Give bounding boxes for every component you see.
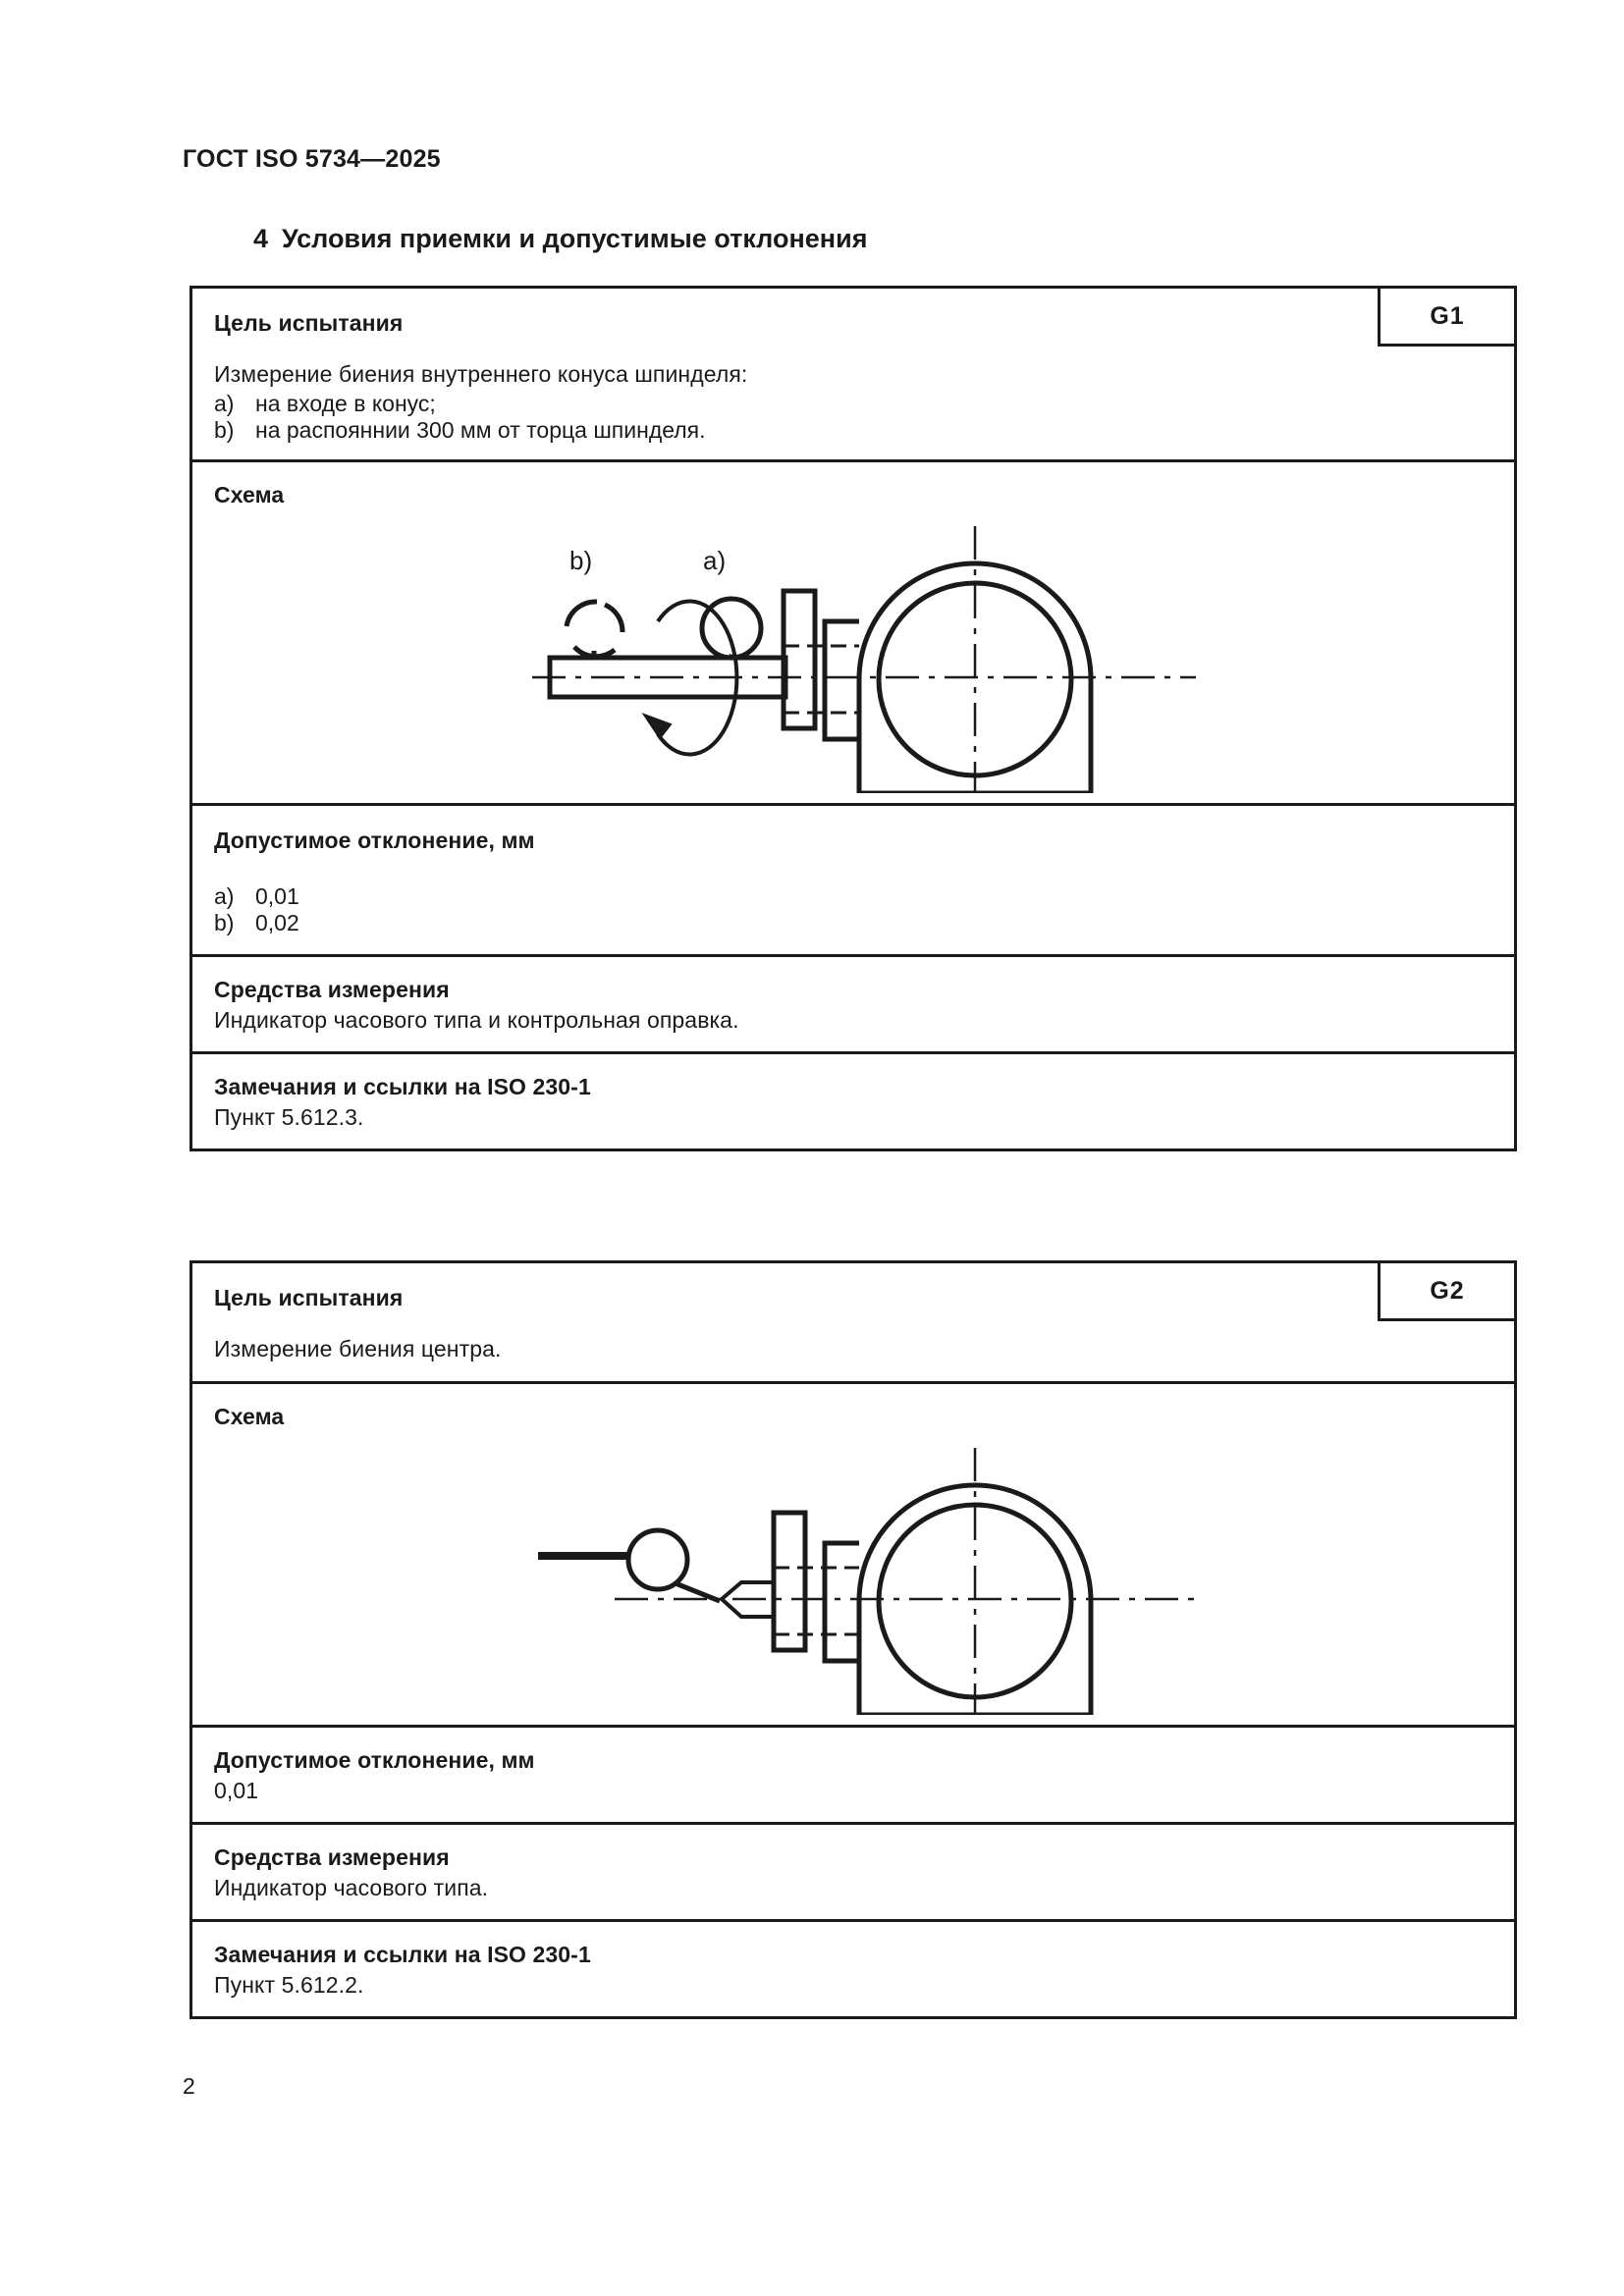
row-tolerance: Допустимое отклонение, мм a) 0,01 b) 0,02 — [192, 806, 1514, 957]
row-tolerance: Допустимое отклонение, мм 0,01 — [192, 1728, 1514, 1825]
document-header: ГОСТ ISO 5734—2025 — [183, 145, 441, 173]
scheme-canvas-g2 — [214, 1430, 1514, 1725]
row-purpose: Цель испытания Измерение биения центра. … — [192, 1260, 1517, 1384]
tolerance-item-marker: b) — [214, 910, 235, 935]
headstock-body — [856, 1482, 1094, 1715]
row-label-scheme: Схема — [214, 482, 285, 507]
spindle-bore-circle — [876, 1502, 1074, 1700]
row-scheme: Схема — [192, 1384, 1514, 1728]
dial-indicator-icon — [625, 1527, 690, 1592]
tolerance-item-value: 0,02 — [255, 910, 299, 935]
purpose-intro: Измерение биения центра. — [214, 1336, 502, 1362]
row-means: Средства измерения Индикатор часового ти… — [192, 957, 1514, 1054]
purpose-item: b) на распояннии 300 мм от торца шпинделя… — [214, 417, 1514, 444]
section-title: Условия приемки и допустимые отклонения — [282, 224, 868, 253]
purpose-item-text: на входе в конус; — [255, 391, 436, 416]
spindle-nose-block — [822, 618, 859, 742]
test-mandrel — [547, 655, 788, 700]
spindle-flange — [781, 588, 818, 731]
row-label-notes: Замечания и ссылки на ISO 230-1 — [214, 1942, 591, 1967]
row-notes: Замечания и ссылки на ISO 230-1 Пункт 5.… — [192, 1054, 1514, 1148]
callout-label-a: a) — [703, 546, 726, 575]
row-label-tolerance: Допустимое отклонение, мм — [214, 828, 535, 853]
rotation-arrowhead — [641, 712, 673, 740]
test-id-badge-g1: G1 — [1378, 286, 1517, 347]
row-label-purpose: Цель испытания — [214, 310, 404, 336]
tolerance-item-marker: a) — [214, 883, 235, 909]
tolerance-item-value: 0,01 — [255, 883, 299, 909]
row-label-notes: Замечания и ссылки на ISO 230-1 — [214, 1074, 591, 1099]
spindle-flange — [771, 1510, 808, 1653]
scheme-canvas-g1: b) a) — [214, 508, 1514, 803]
page-title: 4 Условия приемки и допустимые отклонения — [253, 224, 867, 254]
dial-indicator-probe — [675, 1580, 721, 1604]
purpose-item-marker: a) — [214, 391, 235, 416]
dial-indicator-b-icon — [564, 599, 625, 660]
row-label-means: Средства измерения — [214, 977, 450, 1002]
purpose-item-text: на распояннии 300 мм от торца шпинделя. — [255, 417, 706, 443]
page-number: 2 — [183, 2073, 195, 2099]
spindle-center-cone — [718, 1580, 776, 1619]
means-text: Индикатор часового типа и контрольная оп… — [214, 1007, 739, 1033]
spindle-bore-circle — [876, 580, 1074, 778]
center-runout-diagram — [538, 1448, 1196, 1715]
row-label-purpose: Цель испытания — [214, 1285, 404, 1310]
row-label-tolerance: Допустимое отклонение, мм — [214, 1747, 535, 1773]
spindle-nose-block — [822, 1540, 859, 1664]
row-purpose: Цель испытания Измерение биения внутренн… — [192, 286, 1517, 462]
row-notes: Замечания и ссылки на ISO 230-1 Пункт 5.… — [192, 1922, 1514, 2016]
tolerance-item: a) 0,01 — [214, 883, 1514, 910]
callout-label-b: b) — [569, 546, 592, 575]
tolerance-item: b) 0,02 — [214, 910, 1514, 936]
row-label-scheme: Схема — [214, 1404, 285, 1429]
headstock-body — [856, 561, 1094, 793]
test-table-g1: Цель испытания Измерение биения внутренн… — [189, 286, 1517, 1151]
test-id-badge-g2: G2 — [1378, 1260, 1517, 1321]
purpose-intro: Измерение биения внутреннего конуса шпин… — [214, 361, 748, 387]
section-number: 4 — [253, 224, 269, 253]
rotation-arrow — [656, 599, 739, 757]
row-scheme: Схема — [192, 462, 1514, 806]
row-means: Средства измерения Индикатор часового ти… — [192, 1825, 1514, 1922]
notes-text: Пункт 5.612.2. — [214, 1972, 364, 1998]
purpose-item-marker: b) — [214, 417, 235, 443]
spindle-taper-runout-diagram: b) a) — [532, 526, 1196, 793]
means-text: Индикатор часового типа. — [214, 1875, 489, 1900]
purpose-item: a) на входе в конус; — [214, 391, 1514, 417]
row-label-means: Средства измерения — [214, 1844, 450, 1870]
test-table-g2: Цель испытания Измерение биения центра. … — [189, 1260, 1517, 2019]
notes-text: Пункт 5.612.3. — [214, 1104, 364, 1130]
tolerance-value: 0,01 — [214, 1778, 259, 1803]
